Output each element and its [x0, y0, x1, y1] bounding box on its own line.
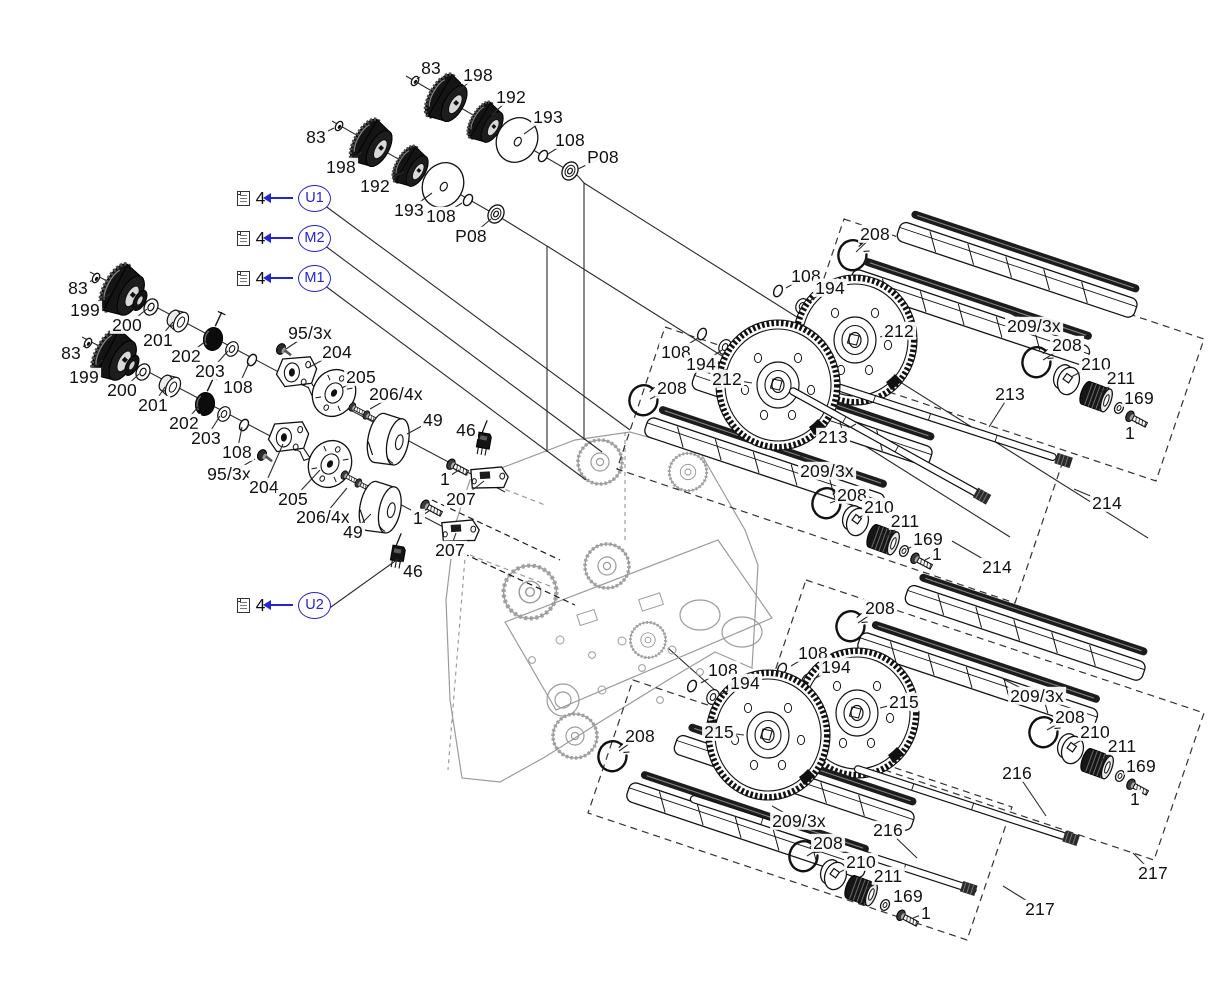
leader-line: [1123, 765, 1142, 776]
leader-line: [1132, 852, 1154, 874]
leader-line: [1134, 789, 1141, 800]
shaft-216: [853, 765, 1080, 847]
roller-assembly-217-upper: [775, 561, 1151, 847]
leader-line: [618, 735, 641, 752]
gear-wheel-215: [706, 670, 830, 800]
leader-line: [675, 337, 699, 353]
leader-line: [185, 340, 207, 357]
leader-line: [1129, 422, 1138, 434]
shaft-213: [789, 387, 992, 505]
leader-line: [887, 829, 918, 859]
leader-line: [912, 912, 927, 919]
roller-211: [1076, 379, 1116, 414]
leader-line: [121, 373, 140, 391]
leader-line: [369, 393, 397, 410]
leader-line: [205, 415, 221, 439]
leader-line: [77, 279, 94, 289]
leader-line: [1002, 885, 1041, 910]
leader-line: [183, 405, 200, 424]
gear-199: [94, 259, 157, 325]
leader-lines: [70, 67, 1154, 919]
leader-line: [891, 895, 909, 904]
leader-line: [152, 386, 166, 406]
ghost-chassis: [431, 431, 773, 783]
leader-line: [1121, 397, 1140, 407]
leader-line: [236, 426, 243, 453]
leader-line: [951, 540, 998, 568]
leader-line: [1073, 488, 1108, 504]
gear-199: [86, 324, 149, 390]
callout-line-M1: [323, 284, 587, 481]
callout-line-M2: [323, 244, 603, 453]
leader-line: [228, 458, 256, 475]
leader-line: [406, 419, 434, 435]
leader-line: [649, 387, 673, 400]
leader-line: [577, 156, 604, 170]
leader-line: [491, 96, 512, 116]
leader-line: [924, 553, 938, 561]
leader-line: [906, 538, 929, 550]
leader-line: [857, 607, 881, 624]
leader-line: [470, 218, 492, 237]
callout-line-U2: [323, 558, 399, 613]
leader-line: [315, 127, 335, 138]
leader-line: [157, 321, 174, 341]
leader-line: [416, 67, 432, 80]
gear-198: [417, 68, 476, 131]
roller-211: [1077, 746, 1117, 781]
leader-line: [547, 139, 571, 155]
leader-line: [263, 443, 284, 488]
leader-line: [700, 669, 724, 684]
leader-line: [70, 344, 87, 354]
leader-line: [322, 487, 348, 518]
leader-line: [292, 469, 321, 500]
roller-assembly-217-lower: [594, 670, 978, 930]
leader-line: [285, 332, 311, 350]
roller-assembly-214-lower: [625, 320, 992, 573]
leader-line: [785, 275, 807, 289]
leader-line: [1016, 772, 1047, 817]
roller-211: [841, 873, 881, 908]
leader-line: [237, 362, 250, 388]
leader-line: [399, 559, 414, 572]
leader-line: [790, 652, 814, 667]
callout-line-U1: [323, 204, 631, 431]
gear-198: [342, 113, 401, 176]
leader-line: [209, 350, 229, 372]
gear-wheel-212: [716, 320, 840, 450]
leader-line: [444, 469, 460, 480]
leader-line: [988, 393, 1011, 428]
